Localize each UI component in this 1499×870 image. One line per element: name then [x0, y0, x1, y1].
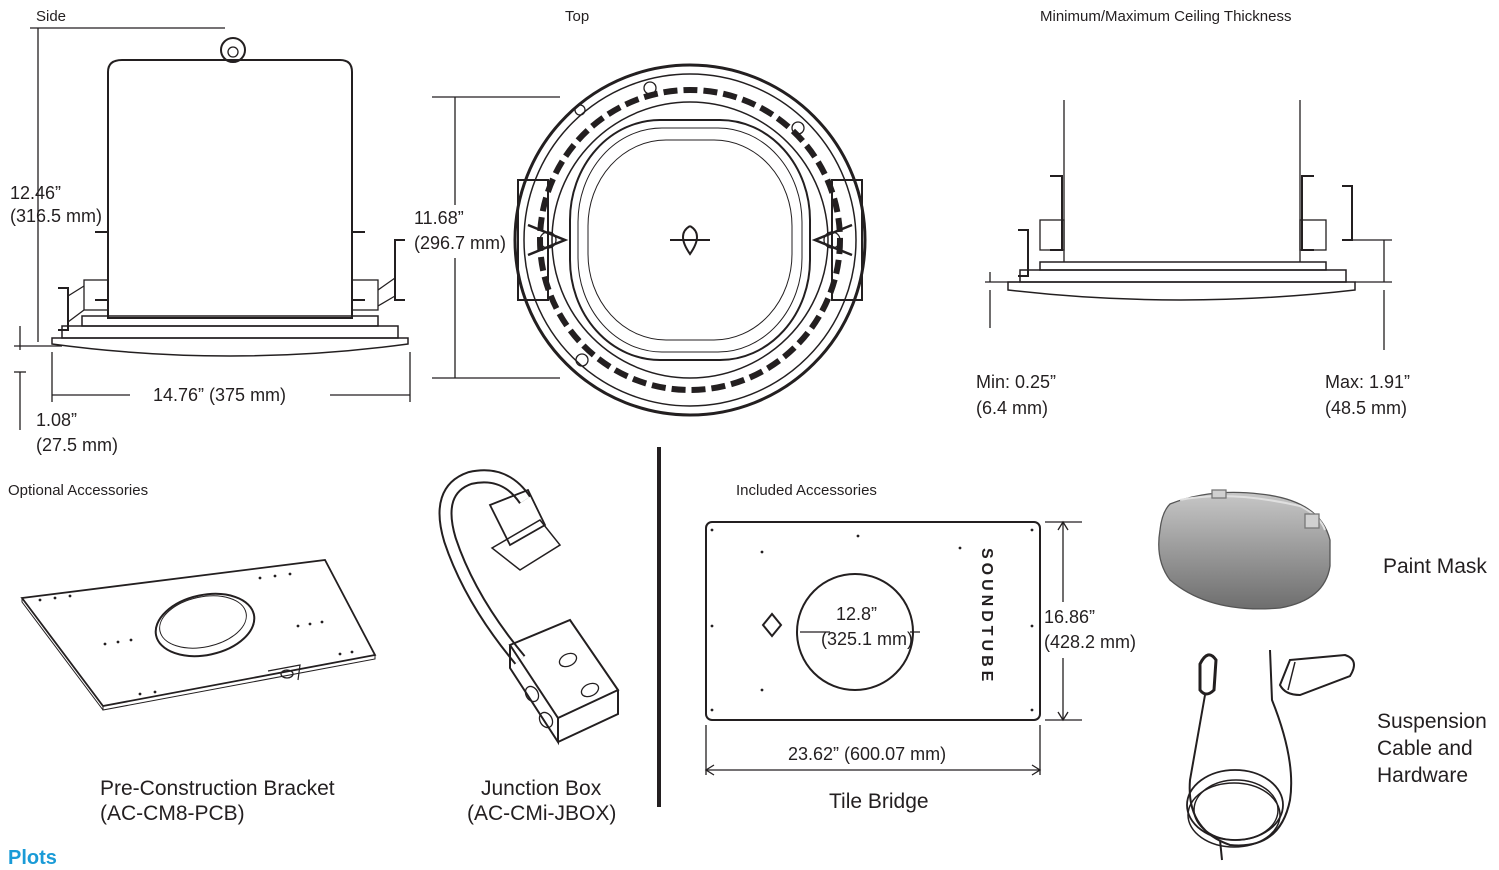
- tile-hole-inches: 12.8”: [836, 604, 878, 624]
- tile-width-label: 23.62” (600.07 mm): [788, 744, 947, 764]
- tile-hole-mm: (325.1 mm): [821, 629, 914, 649]
- tile-height-inches: 16.86”: [1044, 607, 1096, 627]
- ceiling-thickness-heading: Minimum/Maximum Ceiling Thickness: [1040, 8, 1292, 25]
- side-view-heading: Side: [36, 8, 67, 25]
- plots-heading: Plots: [8, 847, 57, 869]
- ceiling-max-mm: (48.5 mm): [1325, 398, 1408, 418]
- cable-label-line1: Suspension: [1377, 710, 1487, 733]
- tile-bridge-name: Tile Bridge: [829, 790, 929, 813]
- section-divider: [657, 447, 661, 807]
- pcb-name: Pre-Construction Bracket: [100, 777, 335, 800]
- top-view-heading: Top: [565, 8, 590, 25]
- side-lip-inches: 1.08”: [36, 410, 78, 430]
- cable-label-line2: Cable and: [1377, 737, 1473, 760]
- jbox-name: Junction Box: [481, 777, 602, 800]
- side-width-label: 14.76” (375 mm): [153, 385, 287, 405]
- side-height-inches: 12.46”: [10, 183, 62, 203]
- top-size-inches: 11.68”: [414, 208, 464, 228]
- ceiling-min-inches: Min: 0.25”: [976, 372, 1057, 392]
- ceiling-min-mm: (6.4 mm): [976, 398, 1048, 418]
- top-size-mm: (296.7 mm): [414, 233, 507, 253]
- side-height-mm: (316.5 mm): [10, 206, 103, 226]
- pcb-code: (AC-CM8-PCB): [100, 802, 245, 825]
- side-lip-mm: (27.5 mm): [36, 435, 119, 455]
- cable-label-line3: Hardware: [1377, 764, 1469, 787]
- ceiling-max-inches: Max: 1.91”: [1325, 372, 1411, 392]
- included-accessories-heading: Included Accessories: [736, 482, 877, 499]
- jbox-code: (AC-CMi-JBOX): [467, 802, 617, 825]
- optional-accessories-heading: Optional Accessories: [8, 482, 149, 499]
- paint-mask-label: Paint Mask: [1383, 555, 1487, 578]
- tile-height-mm: (428.2 mm): [1044, 632, 1137, 652]
